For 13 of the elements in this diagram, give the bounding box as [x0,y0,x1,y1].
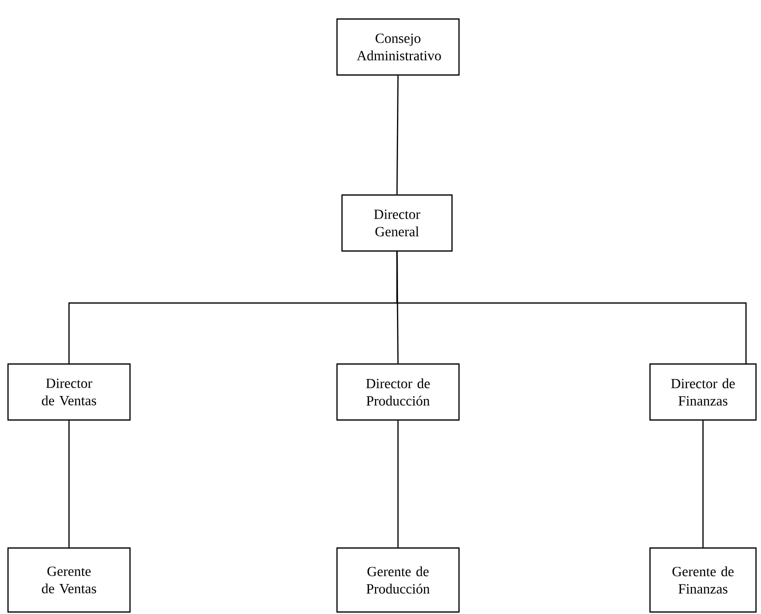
org-box: Director General [341,194,453,252]
connector-line [397,420,399,548]
connector-line [68,420,70,548]
org-box: Director de Ventas [7,363,131,421]
org-box: Gerente de Producción [336,547,460,613]
org-box: Consejo Administrativo [336,18,460,76]
connector-line [702,420,704,548]
org-box: Gerente de Finanzas [649,547,757,613]
org-box: Gerente de Ventas [7,547,131,613]
org-box: Director de Producción [336,363,460,421]
connector-line [396,76,399,194]
org-box: Director de Finanzas [649,363,757,421]
connector-line [396,252,747,364]
